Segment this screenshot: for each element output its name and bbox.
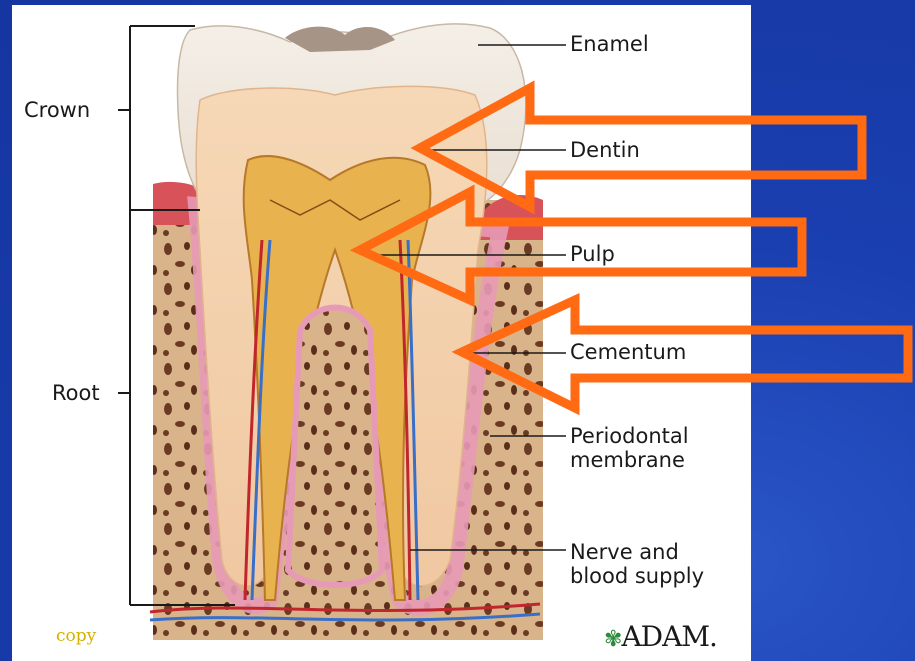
label-pulp: Pulp [570,242,615,266]
label-dentin: Dentin [570,138,640,162]
label-enamel: Enamel [570,32,649,56]
logo-text: ADAM. [621,620,716,653]
label-cementum: Cementum [570,340,686,364]
label-nerve-line1: Nerve and [570,540,679,564]
label-periodontal-line2: membrane [570,448,685,472]
leaf-icon: ✾ [604,627,621,652]
copy-text: copy [56,626,96,646]
inner-root [288,308,382,586]
label-periodontal-line1: Periodontal [570,424,689,448]
label-nerve-line2: blood supply [570,564,704,588]
label-root: Root [52,381,100,405]
label-crown: Crown [24,98,90,122]
adam-logo: ✾ADAM. [604,620,717,653]
